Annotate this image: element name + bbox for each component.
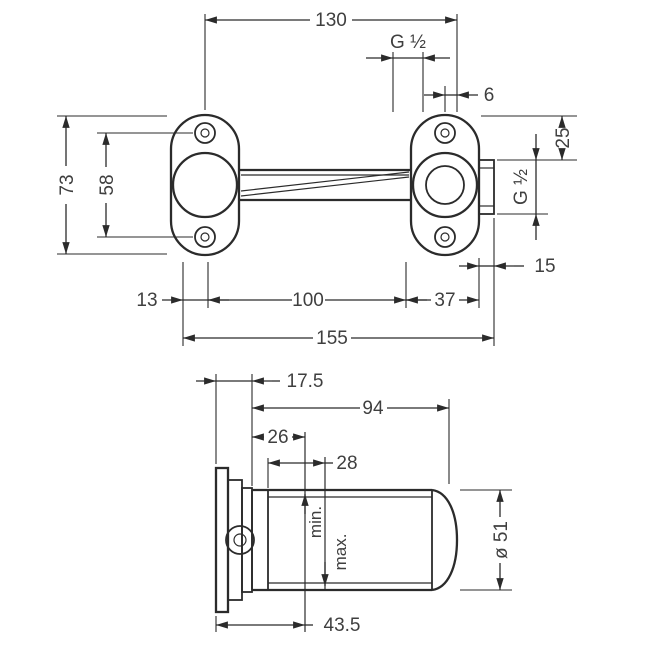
dimension-chain-13-100-37: 13 100 37 bbox=[136, 262, 479, 346]
dim-label-thread-top: G ½ bbox=[390, 32, 426, 53]
max-depth-label: max. bbox=[331, 534, 350, 571]
dim-label-diameter-51: ø 51 bbox=[491, 521, 512, 559]
side-view: min. max. 17.5 94 26 28 bbox=[196, 371, 512, 636]
dim-label-43-5: 43.5 bbox=[324, 615, 361, 636]
dim-label-58: 58 bbox=[97, 174, 118, 195]
right-flange bbox=[409, 113, 495, 257]
connecting-bar bbox=[239, 168, 411, 202]
side-flange bbox=[214, 466, 255, 614]
dimension-94: 94 bbox=[251, 398, 450, 484]
dimension-43-5: 43.5 bbox=[215, 615, 361, 636]
dimension-17-5: 17.5 bbox=[196, 371, 323, 486]
dimension-28: 28 bbox=[267, 453, 358, 488]
top-view: 130 G ½ 6 73 bbox=[57, 10, 577, 349]
dimension-g12-top: G ½ bbox=[366, 32, 450, 112]
dim-label-13: 13 bbox=[136, 290, 157, 311]
dimension-15: 15 bbox=[459, 218, 556, 346]
dim-label-17-5: 17.5 bbox=[287, 371, 324, 392]
dim-label-thread-side: G ½ bbox=[511, 169, 532, 205]
dim-label-6: 6 bbox=[484, 85, 495, 106]
dimension-diameter-51: ø 51 bbox=[460, 489, 512, 591]
plaster-depth-marks: min. max. bbox=[301, 432, 350, 632]
dim-label-28: 28 bbox=[336, 453, 357, 474]
dimension-25: 25 bbox=[481, 115, 577, 161]
dimension-73: 73 bbox=[57, 115, 167, 255]
min-depth-label: min. bbox=[306, 506, 325, 538]
dimension-155: 155 bbox=[183, 328, 494, 349]
dimension-58: 58 bbox=[97, 132, 193, 238]
dim-label-100: 100 bbox=[292, 290, 324, 311]
side-body bbox=[251, 488, 459, 592]
dim-label-155: 155 bbox=[316, 328, 348, 349]
dimension-26: 26 bbox=[251, 427, 305, 448]
dimension-g12-side: G ½ bbox=[497, 134, 548, 240]
dimension-130: 130 bbox=[204, 10, 458, 112]
dim-label-15: 15 bbox=[534, 256, 555, 277]
dim-label-94: 94 bbox=[362, 398, 384, 419]
dimension-6: 6 bbox=[424, 85, 494, 112]
dim-label-130: 130 bbox=[315, 10, 347, 31]
dim-label-37: 37 bbox=[434, 290, 455, 311]
left-flange bbox=[169, 113, 241, 257]
dim-label-25: 25 bbox=[553, 127, 574, 148]
dim-label-26: 26 bbox=[267, 427, 288, 448]
dim-label-73: 73 bbox=[57, 174, 78, 195]
